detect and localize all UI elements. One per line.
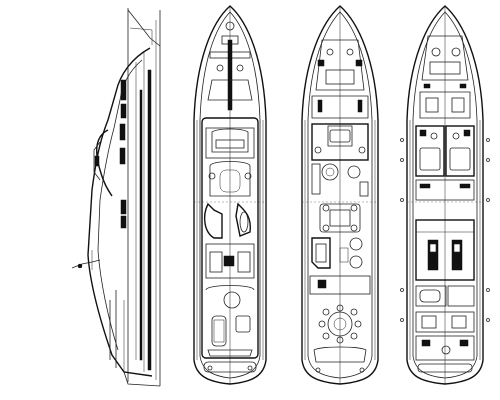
- window-band: [119, 123, 126, 141]
- lower-deck-plan: [400, 5, 490, 385]
- sun-deck-plan: [193, 5, 267, 385]
- hull-stripe: [139, 89, 143, 361]
- engine: [427, 239, 439, 271]
- window-band: [119, 147, 126, 165]
- hull-stripe: [147, 69, 152, 371]
- window-band: [120, 103, 127, 119]
- main-deck-plan: [301, 5, 379, 385]
- side-profile-view: [71, 8, 161, 387]
- window-band: [120, 215, 127, 229]
- window-band: [120, 79, 127, 101]
- engine: [451, 239, 463, 271]
- window-band: [120, 199, 127, 215]
